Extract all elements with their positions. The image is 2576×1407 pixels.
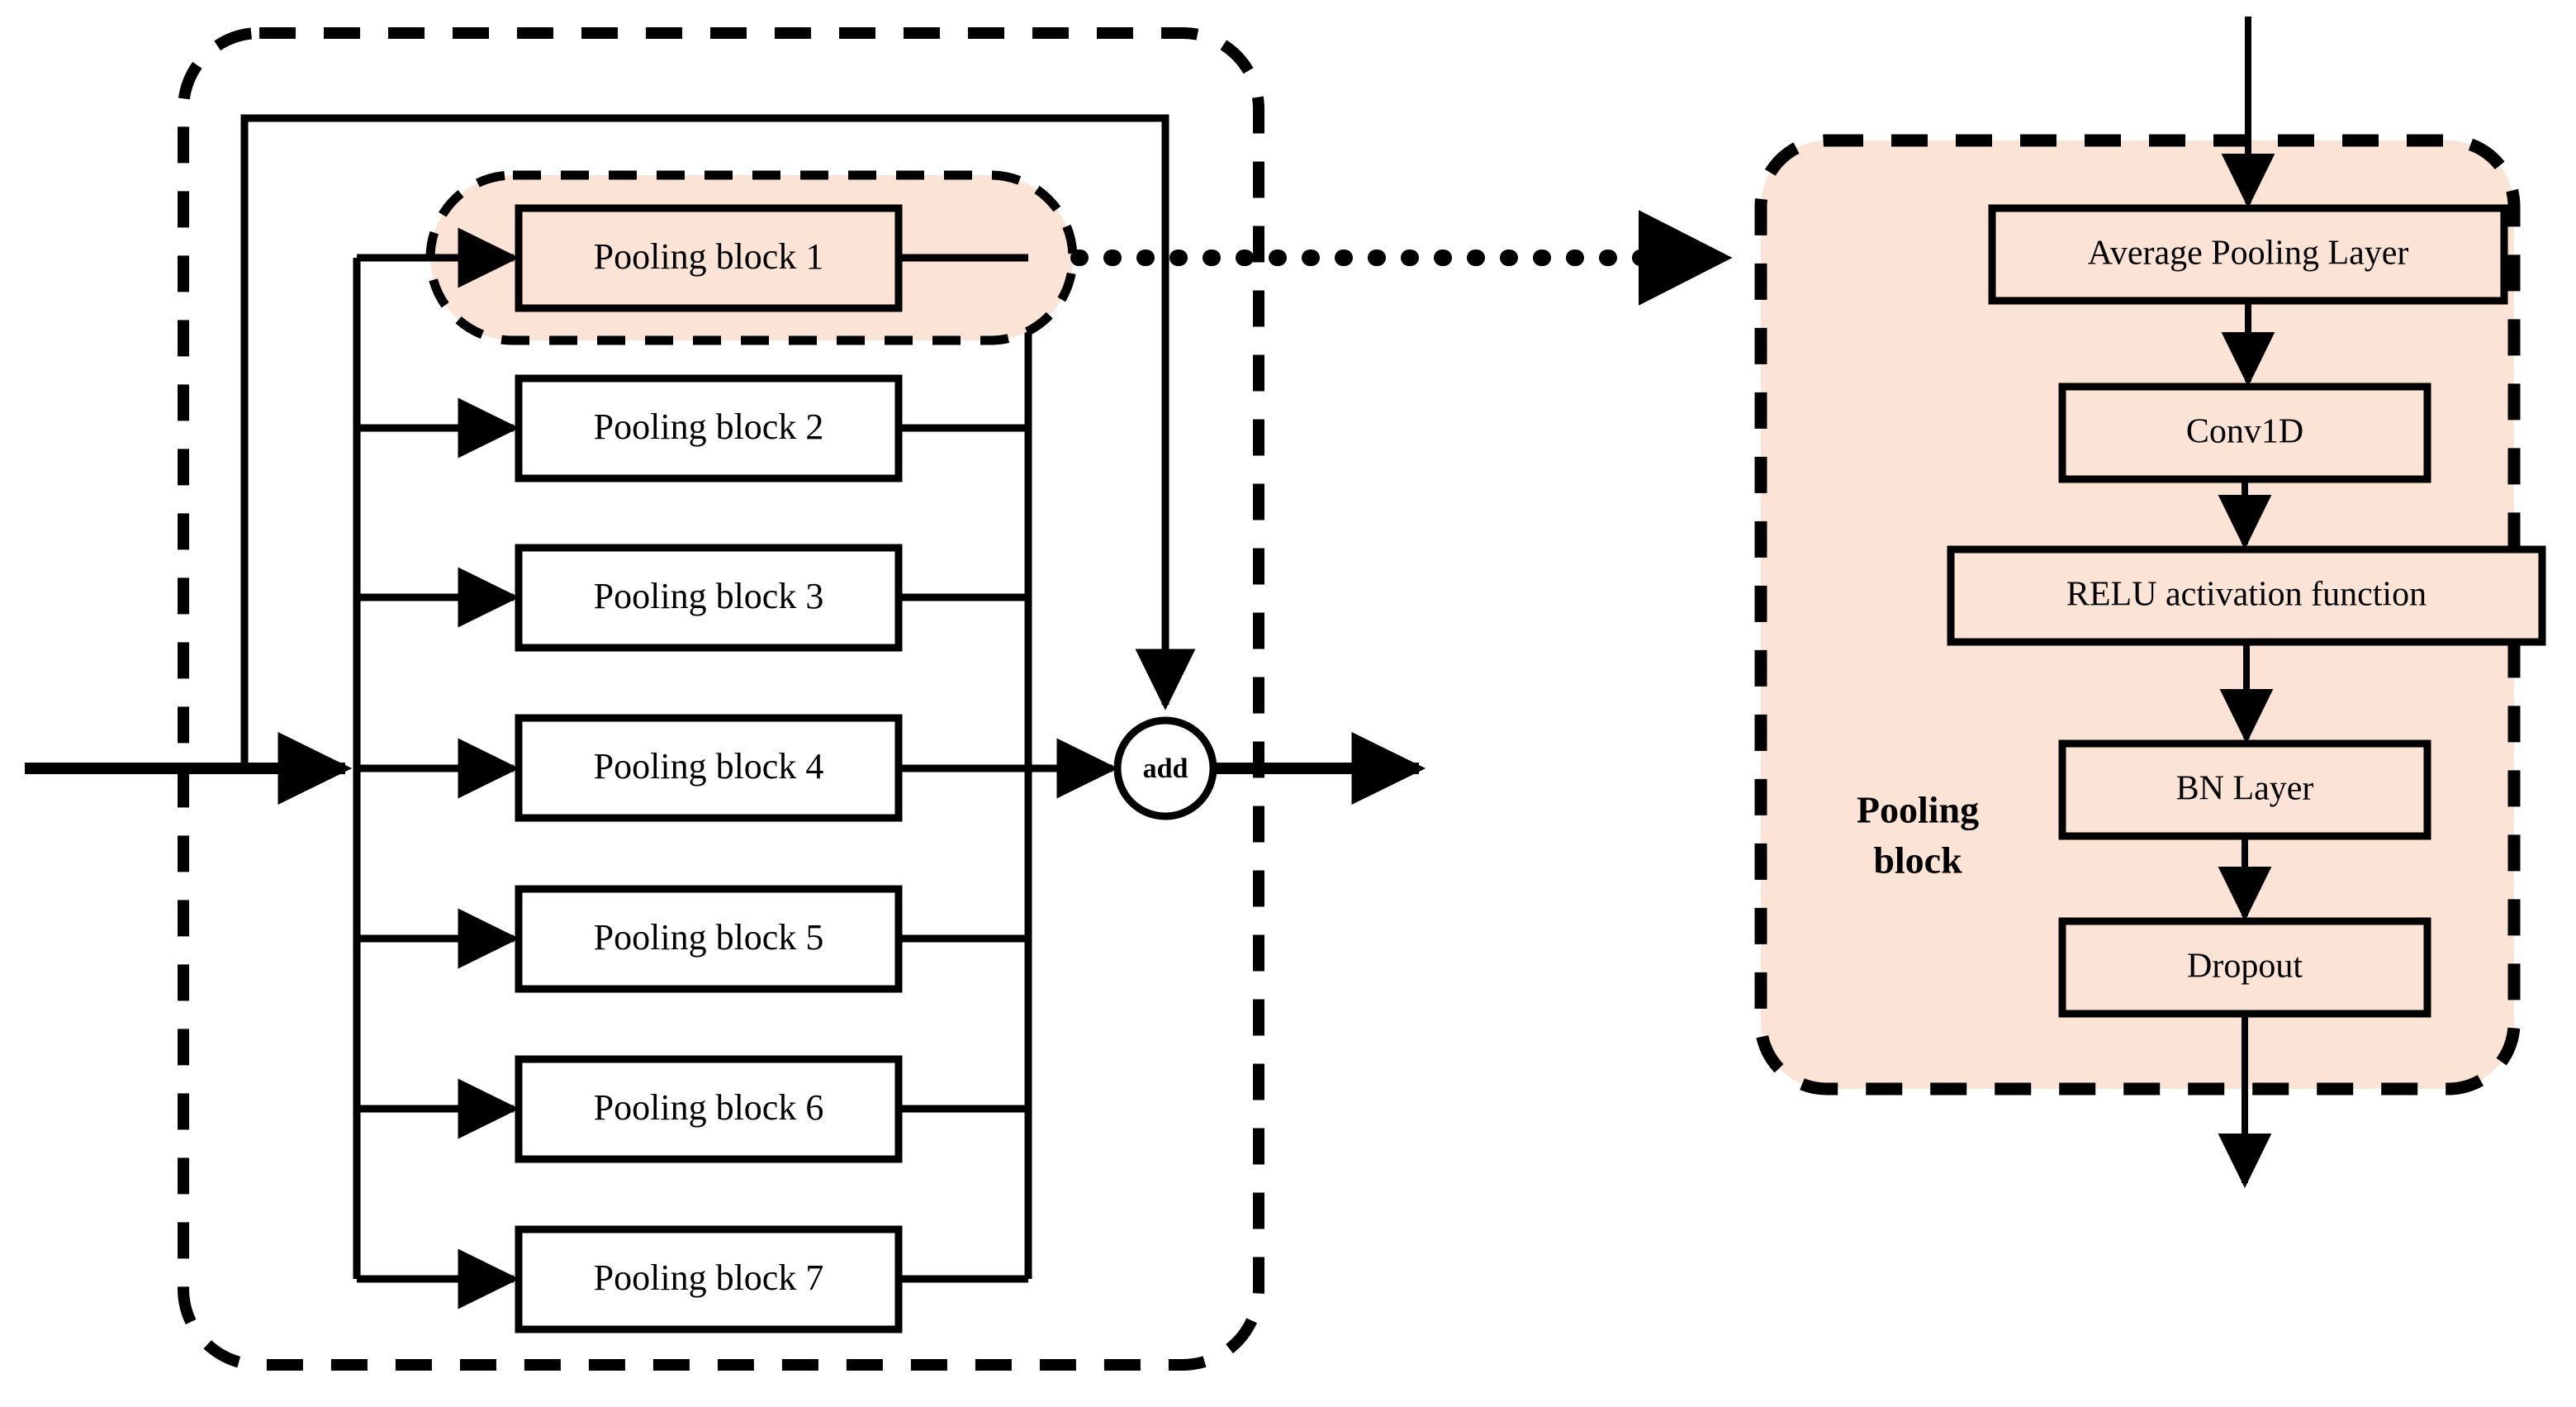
- pooling-block-4-box[interactable]: [515, 714, 903, 822]
- bn-layer-box[interactable]: [2058, 739, 2431, 840]
- pooling-block-2-label: Pooling block 2: [594, 406, 824, 447]
- pooling-block-3-label: Pooling block 3: [594, 576, 824, 616]
- relu-activation-layer-box[interactable]: [1947, 545, 2546, 646]
- dropout-layer-box[interactable]: [2058, 917, 2431, 1018]
- pooling-block-7-box[interactable]: [515, 1225, 903, 1333]
- bn-layer-label: BN Layer: [2176, 770, 2314, 808]
- residual-bypass-path: [240, 114, 1196, 768]
- pooling-block-detail-title-line1: Pooling: [1857, 789, 1979, 831]
- pooling-block-4-label: Pooling block 4: [594, 746, 824, 787]
- relu-activation-layer-label: RELU activation function: [2066, 576, 2427, 614]
- add-node-label: add: [1143, 753, 1188, 784]
- pooling-block-6-label: Pooling block 6: [594, 1087, 824, 1128]
- module-dashed-boundary: [178, 27, 1264, 1371]
- pooling-block-5-label: Pooling block 5: [594, 917, 824, 958]
- pooling-block-1-box[interactable]: [515, 204, 903, 312]
- conv1d-layer-label: Conv1D: [2186, 413, 2303, 451]
- pooling-block-detail-title-line2: block: [1873, 839, 1962, 882]
- pooling-block-7-label: Pooling block 7: [594, 1257, 824, 1298]
- average-pooling-layer-label: Average Pooling Layer: [2088, 235, 2409, 273]
- dropout-layer-label: Dropout: [2187, 948, 2303, 986]
- pooling-block-1-label: Pooling block 1: [594, 236, 824, 277]
